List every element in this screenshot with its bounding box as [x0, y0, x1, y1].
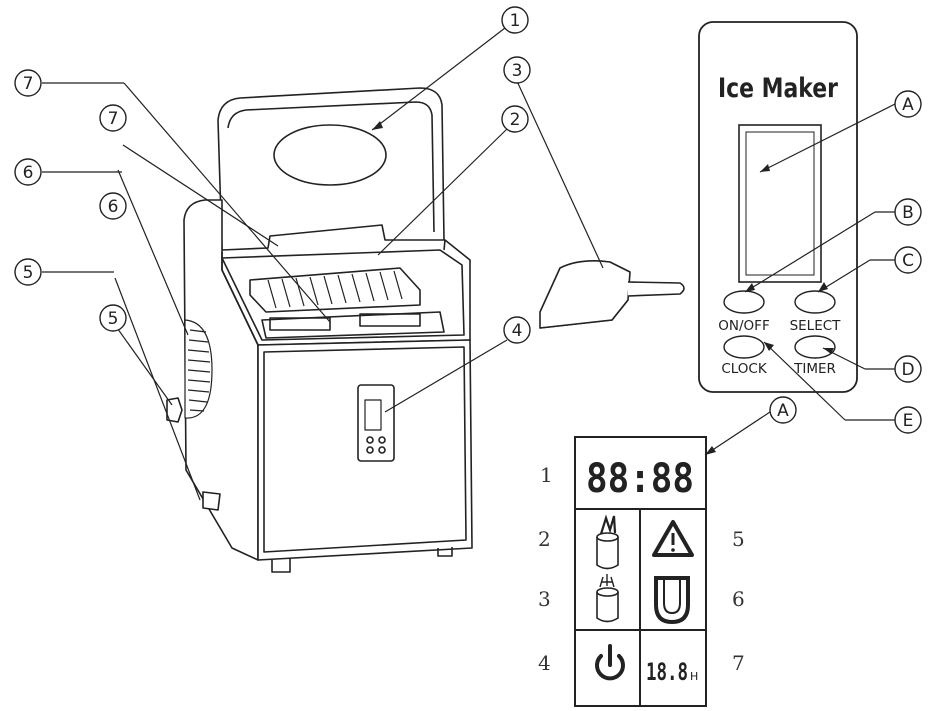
- leader-lines: [42, 27, 896, 501]
- row-number-3: 3: [538, 587, 551, 611]
- callout-e: E: [903, 411, 914, 431]
- callout-a2: A: [777, 401, 789, 421]
- callout-7a: 7: [23, 74, 34, 94]
- callout-6a: 6: [23, 163, 34, 183]
- row-number-2: 2: [538, 527, 551, 551]
- row-number-4: 4: [538, 651, 551, 675]
- row-number-5: 5: [732, 527, 745, 551]
- ice-full-icon: [596, 514, 619, 570]
- callout-5a: 5: [23, 263, 34, 283]
- clock-label: CLOCK: [721, 361, 768, 377]
- row-number-1: 1: [540, 463, 553, 487]
- callout-7b: 7: [108, 109, 119, 129]
- callout-circles: [14, 6, 922, 434]
- lid-inner: [227, 101, 435, 233]
- select-button[interactable]: [794, 290, 836, 314]
- callout-2: 2: [510, 110, 521, 130]
- timer-button[interactable]: [794, 335, 836, 359]
- ice-bucket-icon: [596, 574, 619, 623]
- row-number-6: 6: [732, 587, 745, 611]
- warning-triangle-icon: [652, 520, 694, 557]
- side-vent: [184, 319, 213, 419]
- clock-button[interactable]: [723, 335, 765, 359]
- callout-a1: A: [902, 95, 914, 115]
- panel-display-window: [738, 124, 822, 283]
- callout-3: 3: [512, 61, 523, 81]
- callout-1: 1: [510, 11, 521, 31]
- on-off-button[interactable]: [723, 290, 765, 314]
- basket-fingers: [267, 270, 403, 309]
- clock-readout: 88:88: [586, 456, 694, 502]
- magnet-icon: [654, 576, 690, 625]
- ice-maker-unit: [166, 87, 473, 573]
- drain-plug-lower: [202, 491, 221, 511]
- callout-c: C: [902, 251, 914, 271]
- on-off-label: ON/OFF: [718, 318, 769, 334]
- callout-4: 4: [512, 321, 523, 341]
- control-panel: Ice Maker ON/OFF SELECT CLOCK TIMER: [698, 21, 858, 393]
- row-number-7: 7: [732, 651, 745, 675]
- callout-b: B: [902, 203, 914, 223]
- body-side: [183, 199, 259, 561]
- timer-unit: H: [690, 670, 698, 683]
- callout-5b: 5: [108, 309, 119, 329]
- callout-labels: 1 3 2 4 7 7 6 6 5 5 A B C D E A: [23, 11, 915, 431]
- timer-label: TIMER: [793, 361, 836, 377]
- timer-readout: 18.8: [646, 658, 688, 686]
- leader-arrowheads: [372, 121, 834, 455]
- callout-d: D: [901, 360, 914, 380]
- select-label: SELECT: [790, 318, 842, 334]
- lid-window: [273, 124, 387, 186]
- power-icon: [595, 644, 625, 681]
- ice-scoop: [539, 260, 685, 329]
- foot: [271, 558, 291, 573]
- callout-6b: 6: [108, 197, 119, 217]
- panel-title: Ice Maker: [718, 73, 839, 104]
